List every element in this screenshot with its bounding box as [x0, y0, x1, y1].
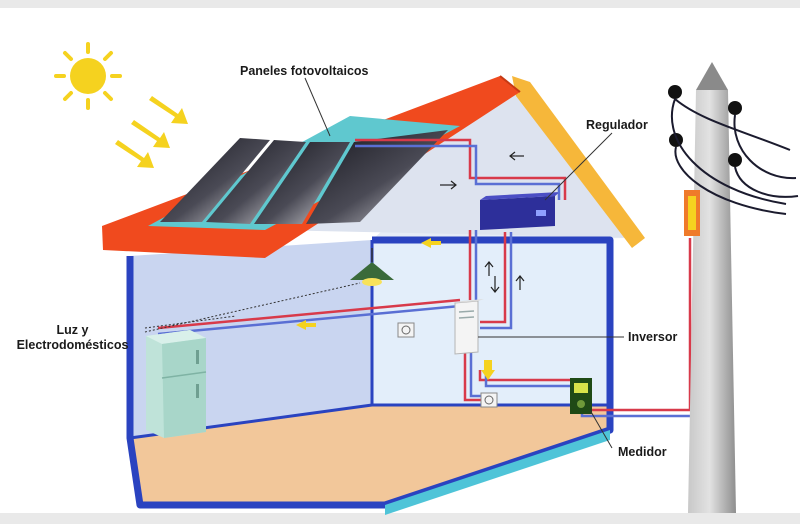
meter-icon	[570, 378, 592, 414]
label-lights-line2: Electrodomésticos	[16, 338, 129, 352]
label-panels: Paneles fotovoltaicos	[240, 64, 369, 78]
label-lights-line1: Luz y	[56, 323, 89, 337]
sun-icon	[54, 42, 122, 110]
label-meter: Medidor	[618, 445, 667, 459]
regulator-icon	[480, 192, 560, 230]
solar-panel-array	[148, 116, 460, 230]
label-lights-appliances: Luz y Electrodomésticos	[0, 323, 145, 353]
roof-ridge	[499, 75, 521, 93]
power-pole-icon	[668, 62, 799, 513]
outlet-icon	[397, 322, 498, 408]
house-front-edge	[385, 430, 610, 515]
fridge-icon	[146, 330, 207, 438]
label-regulator: Regulador	[586, 118, 648, 132]
inverter-icon	[454, 299, 484, 355]
leader-lines	[144, 77, 624, 449]
label-inverter: Inversor	[628, 330, 678, 344]
flow-arrow-icon	[296, 151, 525, 380]
roof-trim	[512, 76, 645, 248]
wiring	[157, 138, 698, 418]
house-floor	[130, 405, 610, 505]
sun-ray-arrow-icon	[115, 96, 188, 168]
lamp-icon	[350, 248, 394, 286]
